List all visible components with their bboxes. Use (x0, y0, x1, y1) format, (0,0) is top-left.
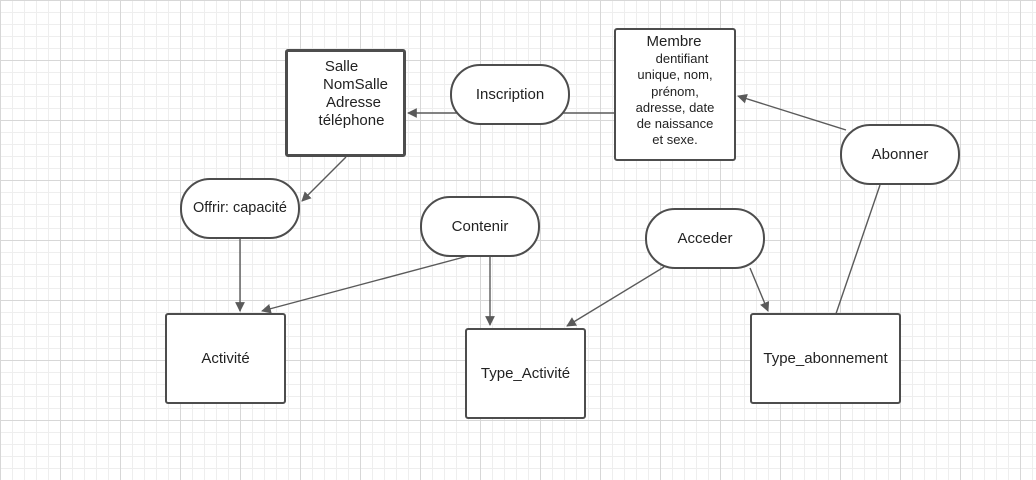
edge-acceder-type-abonnement[interactable] (749, 267, 770, 312)
type-abonnement-label: Type_abonnement (763, 349, 888, 367)
acceder-label: Acceder (677, 229, 733, 247)
membre-title: Membre (646, 33, 702, 50)
abonner-label: Abonner (871, 145, 929, 163)
inscription-label: Inscription (475, 85, 545, 103)
edge-contenir-activite[interactable] (261, 255, 469, 314)
edge-salle-offrir[interactable] (301, 156, 347, 202)
membre-attr-line: unique, nom, (637, 67, 713, 83)
type-activite-label: Type_Activité (480, 364, 571, 382)
entity-type-abonnement[interactable]: Type_abonnement (750, 313, 901, 404)
edge-acceder-type-activite[interactable] (566, 266, 665, 327)
membre-attr-line: prénom, (651, 83, 699, 99)
entity-type-activite[interactable]: Type_Activité (465, 328, 586, 419)
relation-abonner[interactable]: Abonner (840, 124, 960, 185)
relation-acceder[interactable]: Acceder (645, 208, 765, 269)
relation-inscription[interactable]: Inscription (450, 64, 570, 125)
edge-abonner-membre[interactable] (737, 93, 847, 131)
membre-attr-line: dentifiant (655, 51, 709, 66)
membre-attributes: dentifiant unique, nom, prénom, adresse,… (636, 51, 715, 149)
membre-attr-line: adresse, date (635, 99, 715, 115)
salle-attr-adresse: Adresse (325, 94, 382, 111)
membre-attr-line: de naissance (636, 116, 714, 131)
entity-membre[interactable]: Membre dentifiant unique, nom, prénom, a… (614, 28, 736, 161)
contenir-label: Contenir (451, 217, 509, 235)
salle-title: Salle (324, 58, 359, 75)
salle-attr-nomsalle: NomSalle (322, 76, 389, 93)
entity-activite[interactable]: Activité (165, 313, 286, 404)
salle-attr-telephone: téléphone (318, 112, 385, 129)
membre-attr-line: et sexe. (652, 132, 698, 148)
entity-salle[interactable]: Salle NomSalle Adresse téléphone (285, 49, 406, 157)
relation-offrir[interactable]: Offrir: capacité (180, 178, 300, 239)
offrir-label: Offrir: capacité (192, 199, 288, 216)
activite-label: Activité (201, 349, 250, 367)
relation-contenir[interactable]: Contenir (420, 196, 540, 257)
